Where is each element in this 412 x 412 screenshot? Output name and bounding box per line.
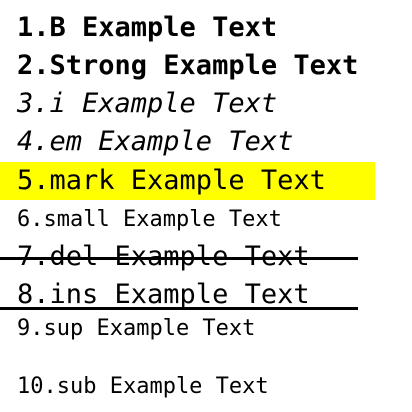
i-example-text: 3.i Example Text — [17, 88, 278, 119]
b-example-text: 1.B Example Text — [17, 12, 278, 43]
sub-example-text: 10.sub Example Text — [17, 374, 269, 399]
del-example-text: 7.del Example Text — [17, 241, 310, 272]
mark-example-text: 5.mark Example Text — [0, 162, 375, 200]
ins-example-text: 8.ins Example Text — [17, 279, 310, 310]
small-example-text: 6.small Example Text — [17, 207, 282, 232]
ins-underline — [0, 307, 358, 310]
strong-example-text: 2.Strong Example Text — [17, 50, 359, 81]
del-strikethrough-line — [0, 257, 358, 260]
sup-example-text: 9.sup Example Text — [17, 316, 256, 341]
em-example-text: 4.em Example Text — [17, 126, 294, 157]
